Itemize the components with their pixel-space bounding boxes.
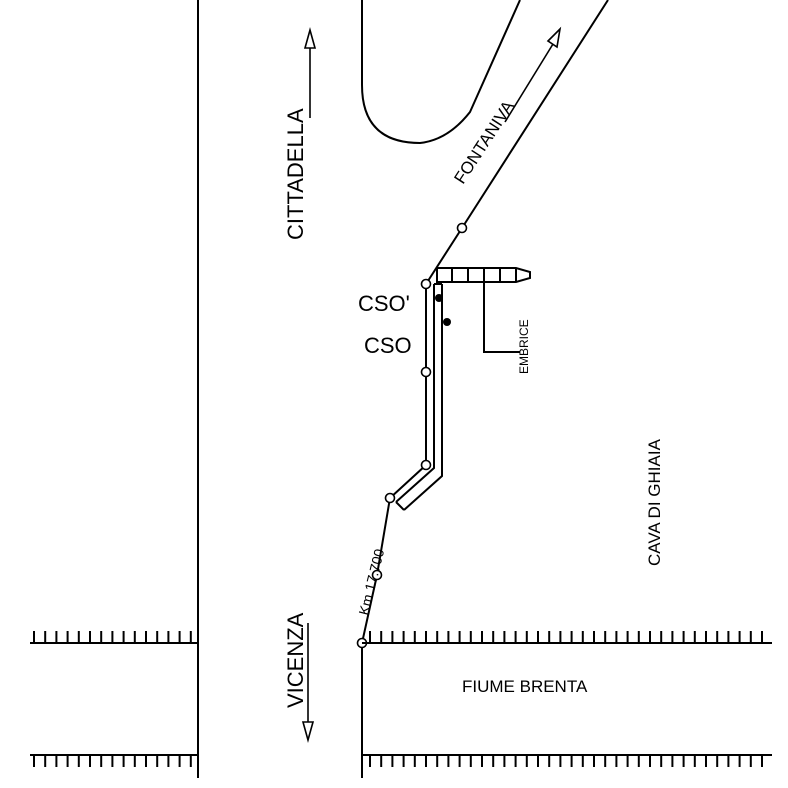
- embrice-element: [436, 267, 531, 283]
- arrow-vicenza-icon: [301, 623, 315, 743]
- label-cso-prime: CSO': [358, 291, 410, 316]
- embrice-leader: [483, 282, 520, 353]
- survey-nodes: [356, 222, 468, 649]
- label-cava-di-ghiaia: CAVA DI GHIAIA: [645, 438, 664, 566]
- label-cso: CSO: [364, 333, 412, 358]
- arrow-cittadella-icon: [303, 27, 317, 118]
- label-embrice: EMBRICE: [517, 319, 531, 374]
- label-vicenza: VICENZA: [283, 612, 308, 708]
- culvert-structure: [395, 283, 443, 511]
- cso-point: [443, 318, 451, 326]
- cso-prime-point: [435, 294, 443, 302]
- river-bank-south: [30, 754, 772, 767]
- arrow-fontaniva-icon: [504, 26, 562, 123]
- label-fiume-brenta: FIUME BRENTA: [462, 677, 588, 696]
- label-cittadella: CITTADELLA: [283, 108, 308, 240]
- curved-road: [361, 0, 521, 145]
- river-bank-north: [30, 631, 772, 644]
